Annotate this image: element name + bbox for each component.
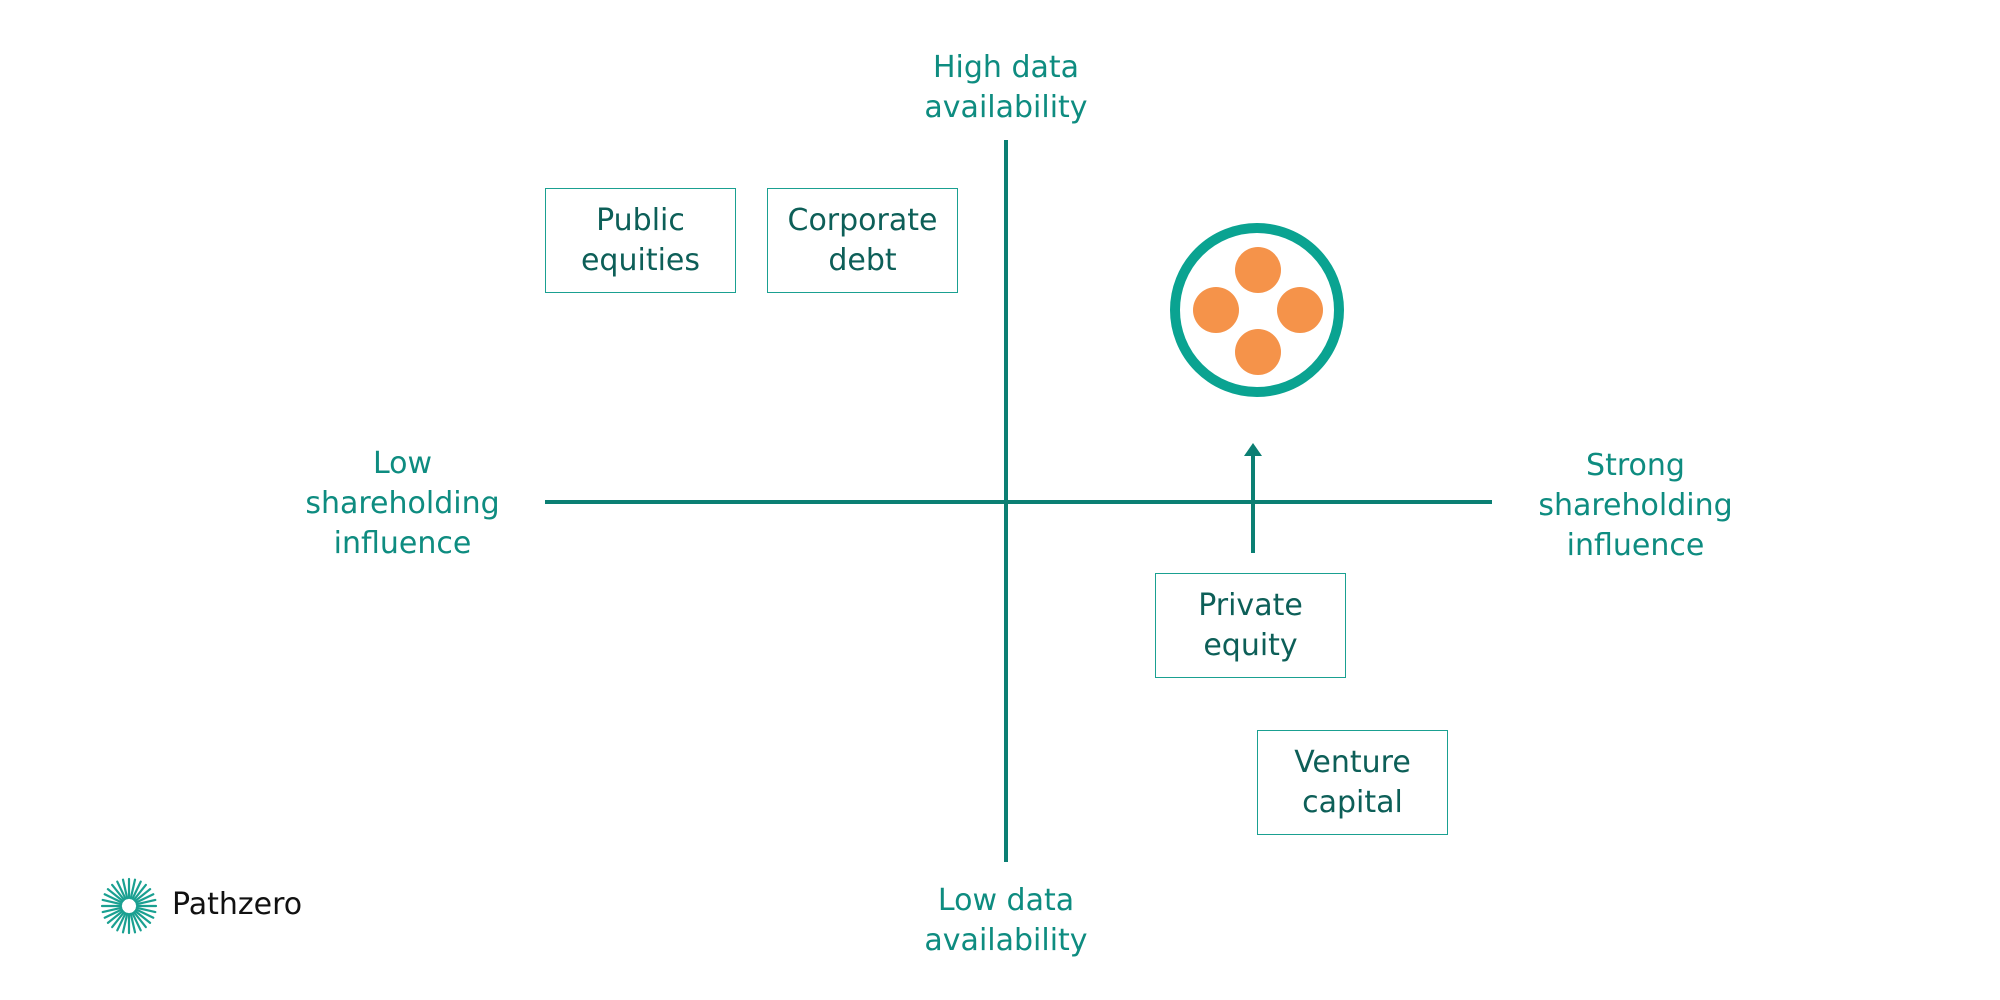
pathzero-sunburst-icon — [100, 877, 158, 935]
corporate-debt-box: Corporate debt — [767, 188, 958, 293]
bottom-axis-label: Low data availability — [924, 883, 1088, 958]
private-equity-box: Private equity — [1155, 573, 1346, 678]
brand-name: Pathzero — [172, 887, 303, 922]
top-axis-label: High data availability — [924, 50, 1088, 125]
left-axis-label: Low shareholding influence — [305, 446, 500, 561]
right-axis-label: Strong shareholding influence — [1538, 448, 1733, 563]
portfolio-badge-icon — [1170, 223, 1344, 397]
public-equities-box: Public equities — [545, 188, 736, 293]
upward-arrow-icon — [1244, 443, 1262, 553]
venture-capital-box: Venture capital — [1257, 730, 1448, 835]
